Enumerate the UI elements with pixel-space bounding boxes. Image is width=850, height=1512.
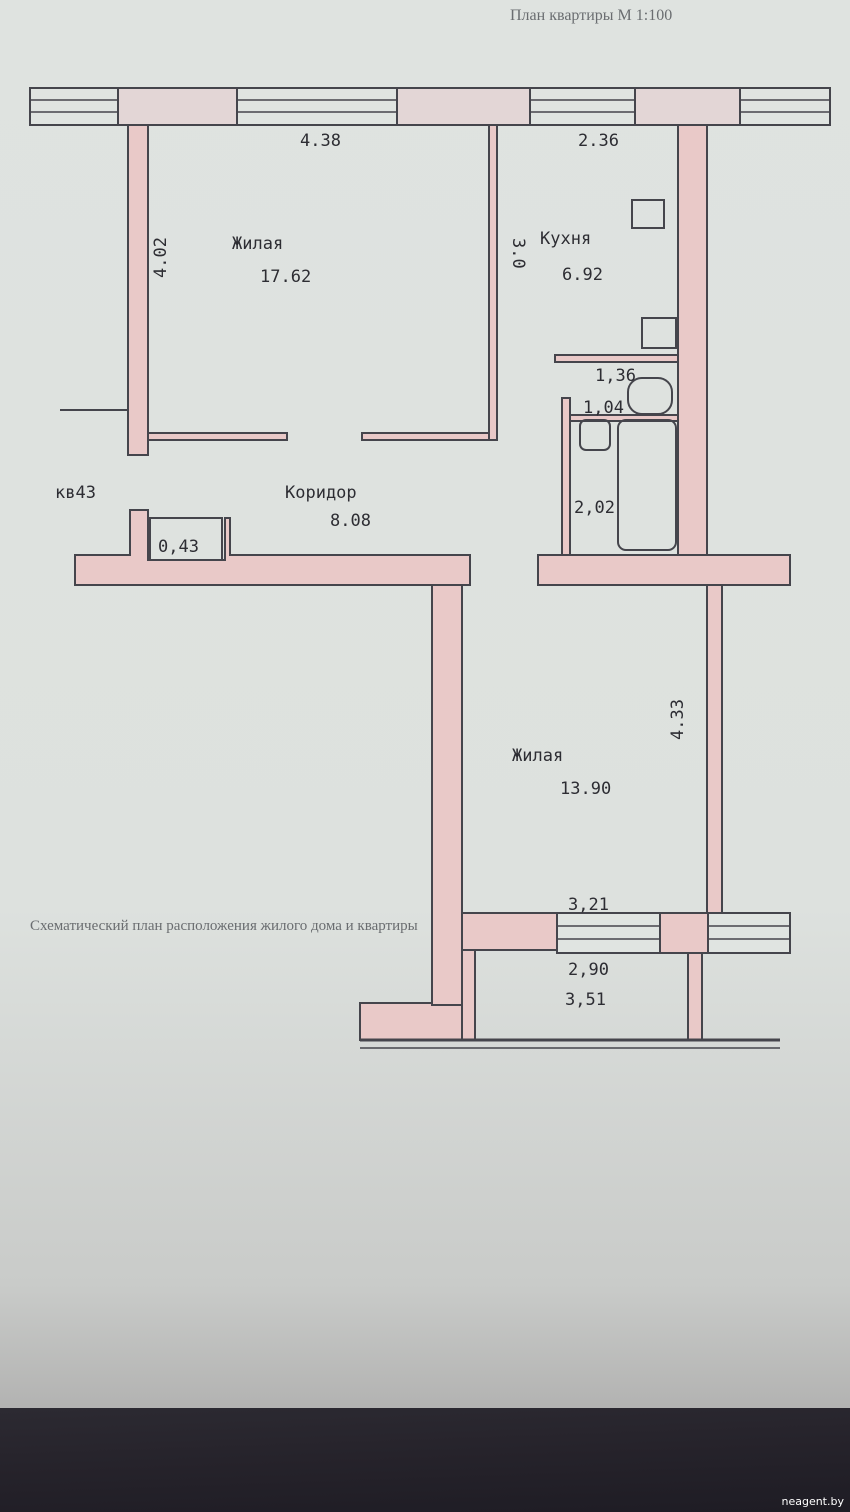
- apartment-number: кв43: [55, 483, 96, 503]
- plan-caption: Схематический план расположения жилого д…: [30, 918, 418, 934]
- room-area: 0,43: [158, 537, 199, 557]
- wall: [677, 124, 708, 556]
- wall: [431, 584, 463, 1006]
- closet: [149, 517, 223, 561]
- windows-top: [29, 87, 831, 126]
- table-surface: [0, 1408, 850, 1512]
- room-area: 17.62: [260, 267, 311, 287]
- dimension: 2,90: [568, 960, 609, 980]
- room-area: 2,02: [574, 498, 615, 518]
- wall: [461, 949, 476, 1041]
- dimension: 4.02: [151, 237, 171, 278]
- room-area: 13.90: [560, 779, 611, 799]
- room-name: Кухня: [540, 229, 591, 249]
- room-area: 6.92: [562, 265, 603, 285]
- dimension: 3.0: [508, 238, 528, 269]
- plan-title: План квартиры М 1:100: [510, 7, 672, 24]
- room-area: 8.08: [330, 511, 371, 531]
- dimension: 4.38: [300, 131, 341, 151]
- sink-icon: [641, 317, 677, 349]
- room-name: Коридор: [285, 483, 357, 503]
- window-hatch: [30, 99, 830, 113]
- stove-icon: [631, 199, 665, 229]
- room-area: 3,51: [565, 990, 606, 1010]
- wall: [561, 397, 571, 556]
- dimension: 4.33: [668, 699, 688, 740]
- toilet-icon: [627, 377, 673, 415]
- room-area: 1,04: [583, 398, 624, 418]
- watermark: neagent.by: [781, 1495, 844, 1508]
- dimension: 3,21: [568, 895, 609, 915]
- wall: [361, 432, 498, 441]
- dimension: 2.36: [578, 131, 619, 151]
- exterior-wall-top: [29, 87, 831, 126]
- wall: [147, 432, 288, 441]
- wall: [659, 912, 709, 954]
- room-name: Жилая: [512, 746, 563, 766]
- wall: [127, 124, 149, 456]
- wall: [74, 509, 471, 586]
- wall: [359, 1002, 476, 1041]
- room-name: Жилая: [232, 234, 283, 254]
- washbasin-icon: [579, 419, 611, 451]
- wall: [461, 912, 558, 951]
- wall: [537, 554, 791, 586]
- wall: [687, 949, 703, 1041]
- bathtub-icon: [617, 419, 677, 551]
- wall: [554, 354, 679, 363]
- dimension: 1,36: [595, 366, 636, 386]
- wall: [488, 124, 498, 441]
- wall: [706, 584, 723, 916]
